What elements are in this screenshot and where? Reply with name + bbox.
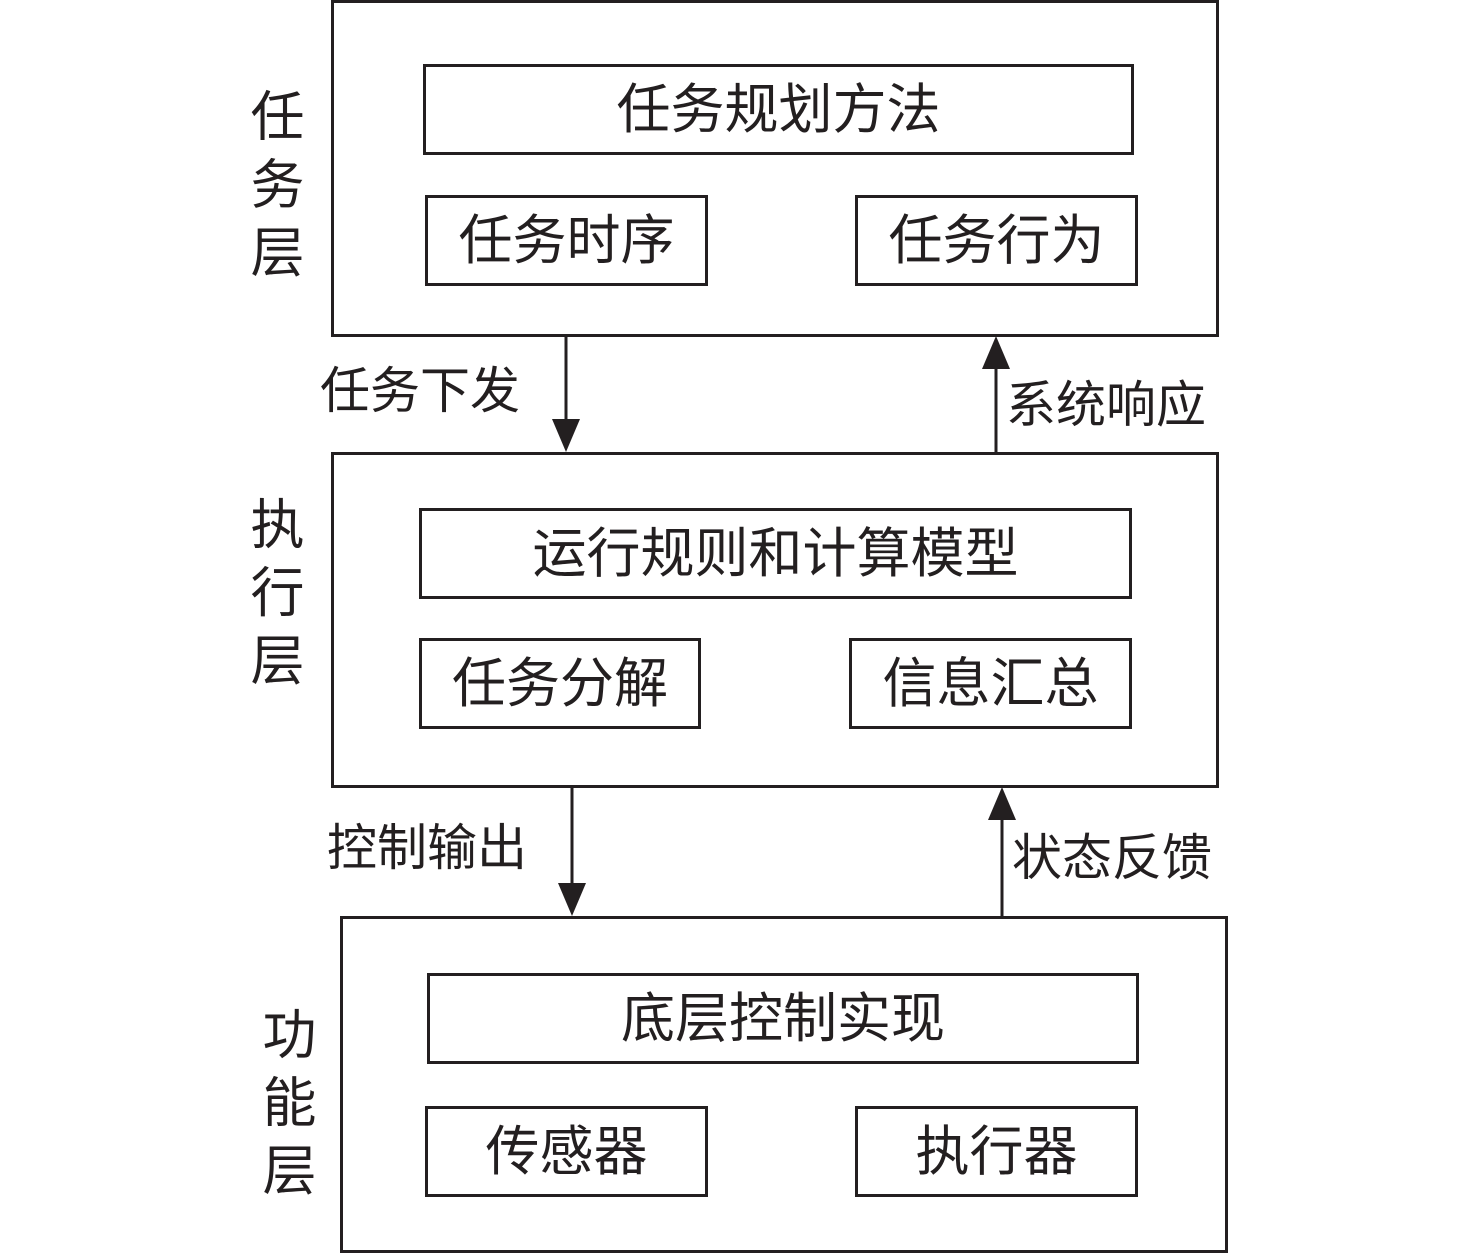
arrow-system-response [982,336,1010,452]
arrow-task-down [552,336,580,452]
low-level-control-text: 底层控制实现 [621,986,945,1050]
sensor-text: 传感器 [485,1119,648,1183]
task-behavior-box: 任务行为 [855,195,1138,286]
info-aggregation-box: 信息汇总 [849,638,1132,729]
low-level-control-box: 底层控制实现 [427,973,1139,1064]
exec-layer-box [331,452,1219,788]
func-layer-box [340,916,1228,1253]
arrow-control-output [558,787,586,916]
task-sequence-box: 任务时序 [425,195,708,286]
task-sequence-text: 任务时序 [458,208,675,272]
task-planning-method-text: 任务规划方法 [616,77,941,141]
func-layer-label-text: 功能层 [253,1006,316,1210]
task-behavior-text: 任务行为 [888,208,1105,272]
task-decomposition-box: 任务分解 [419,638,701,729]
task-planning-method-box: 任务规划方法 [423,64,1134,155]
task-layer-label: 任务层 [238,88,304,308]
info-aggregation-text: 信息汇总 [882,651,1099,715]
task-layer-label-text: 任务层 [241,88,304,292]
sensor-box: 传感器 [425,1106,708,1197]
rules-and-models-text: 运行规则和计算模型 [532,521,1019,585]
system-response-label: 系统响应 [1006,376,1206,434]
actuator-text: 执行器 [915,1119,1078,1183]
control-output-label: 控制输出 [327,819,527,877]
task-layer-box [331,0,1219,337]
arrow-state-feedback [988,787,1016,916]
task-down-label: 任务下发 [320,362,520,420]
actuator-box: 执行器 [855,1106,1138,1197]
state-feedback-label: 状态反馈 [1012,829,1212,887]
task-decomposition-text: 任务分解 [452,651,668,715]
rules-and-models-box: 运行规则和计算模型 [419,508,1132,599]
exec-layer-label-text: 执行层 [241,496,304,700]
func-layer-label: 功能层 [250,1006,316,1226]
exec-layer-label: 执行层 [238,496,304,716]
